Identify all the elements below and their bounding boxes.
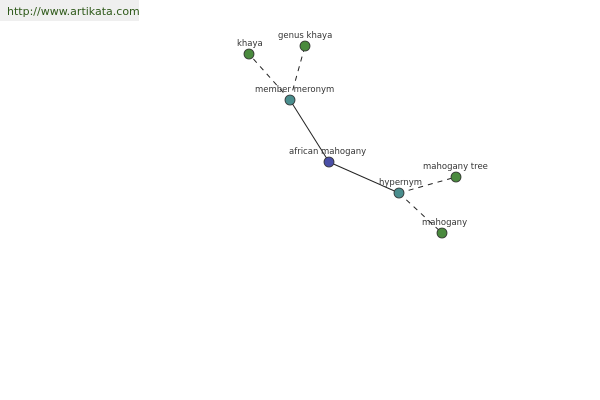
node-label-hypernym: hypernym [379, 178, 422, 188]
node-label-khaya: khaya [237, 39, 263, 49]
node-genus-khaya[interactable] [299, 40, 311, 52]
edge-center-meronym [289, 99, 330, 163]
graph-nodes [243, 40, 462, 239]
node-khaya[interactable] [243, 48, 255, 60]
node-mahogany[interactable] [436, 227, 448, 239]
source-url-text: http://www.artikata.com [7, 5, 140, 18]
edge-meronym-khaya [248, 53, 291, 101]
node-label-genus-khaya: genus khaya [278, 31, 332, 41]
node-mahogany-tree[interactable] [450, 171, 462, 183]
node-label-mahogany: mahogany [422, 218, 467, 228]
node-label-mahogany-tree: mahogany tree [423, 162, 488, 172]
node-center[interactable] [323, 156, 335, 168]
node-label-center: african mahogany [289, 147, 366, 157]
graph-edges [248, 45, 457, 234]
edge-center-hypernym [328, 161, 400, 194]
node-label-meronym: member meronym [255, 85, 334, 95]
node-meronym[interactable] [284, 94, 296, 106]
node-hypernym[interactable] [393, 187, 405, 199]
graph-labels: african mahogany member meronym hypernym kh… [237, 31, 488, 228]
source-url-banner: http://www.artikata.com [0, 0, 140, 21]
